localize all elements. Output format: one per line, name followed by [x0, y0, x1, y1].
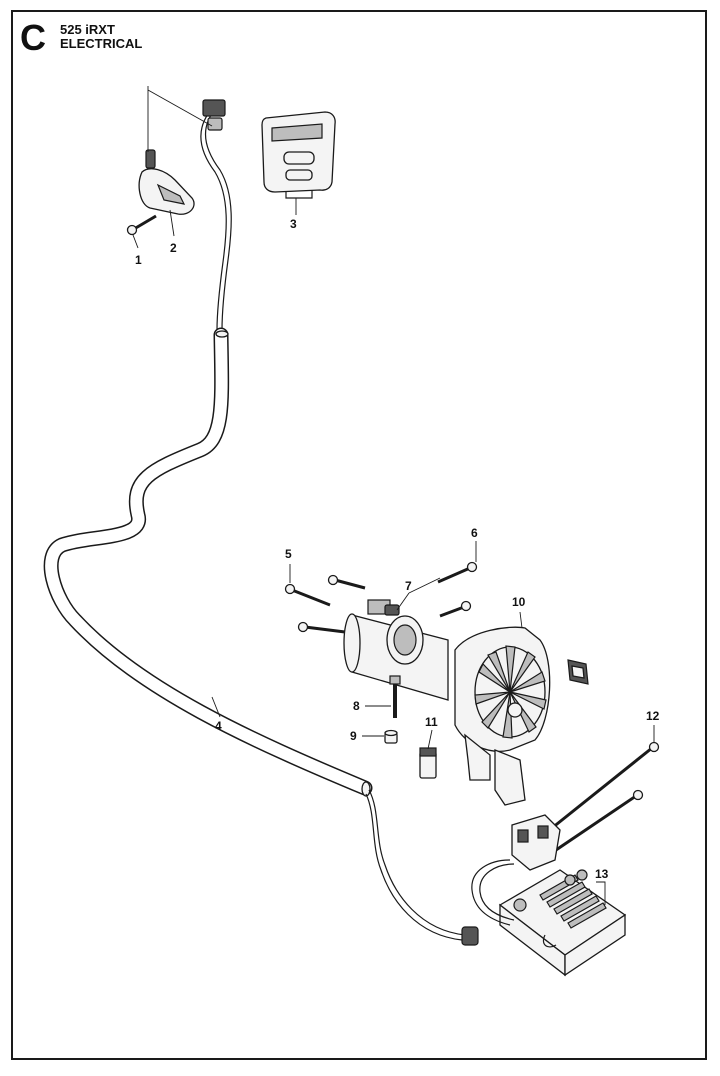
switch-connector — [145, 149, 156, 169]
callout-5: 5 — [285, 547, 292, 561]
section-title: ELECTRICAL — [60, 36, 143, 51]
harness-connector-top — [202, 99, 226, 117]
diagram-frame — [11, 10, 707, 1060]
callout-7: 7 — [405, 579, 412, 593]
screw-1 — [126, 214, 157, 236]
model-name: 525 iRXT — [60, 22, 115, 37]
switch-housing — [138, 149, 195, 215]
callout-4: 4 — [215, 719, 222, 733]
callout-12: 12 — [646, 709, 660, 723]
harness-connector-bottom — [461, 926, 479, 946]
callout-8: 8 — [353, 699, 360, 713]
heat-sink-fins — [539, 874, 607, 929]
fan-blades — [474, 645, 547, 739]
callout-3: 3 — [290, 217, 297, 231]
control-module-assembly — [471, 741, 660, 977]
cable-harness — [43, 99, 479, 946]
callout-2: 2 — [170, 241, 177, 255]
leader-lines — [132, 86, 655, 905]
callout-10: 10 — [512, 595, 526, 609]
callout-11: 11 — [425, 715, 438, 729]
callout-9: 9 — [350, 729, 357, 743]
keypad-cover — [261, 111, 336, 199]
callout-6: 6 — [471, 526, 478, 540]
callout-13: 13 — [595, 867, 609, 881]
motor-assembly — [284, 561, 589, 806]
callout-1: 1 — [135, 253, 142, 267]
section-letter: C — [20, 17, 46, 58]
